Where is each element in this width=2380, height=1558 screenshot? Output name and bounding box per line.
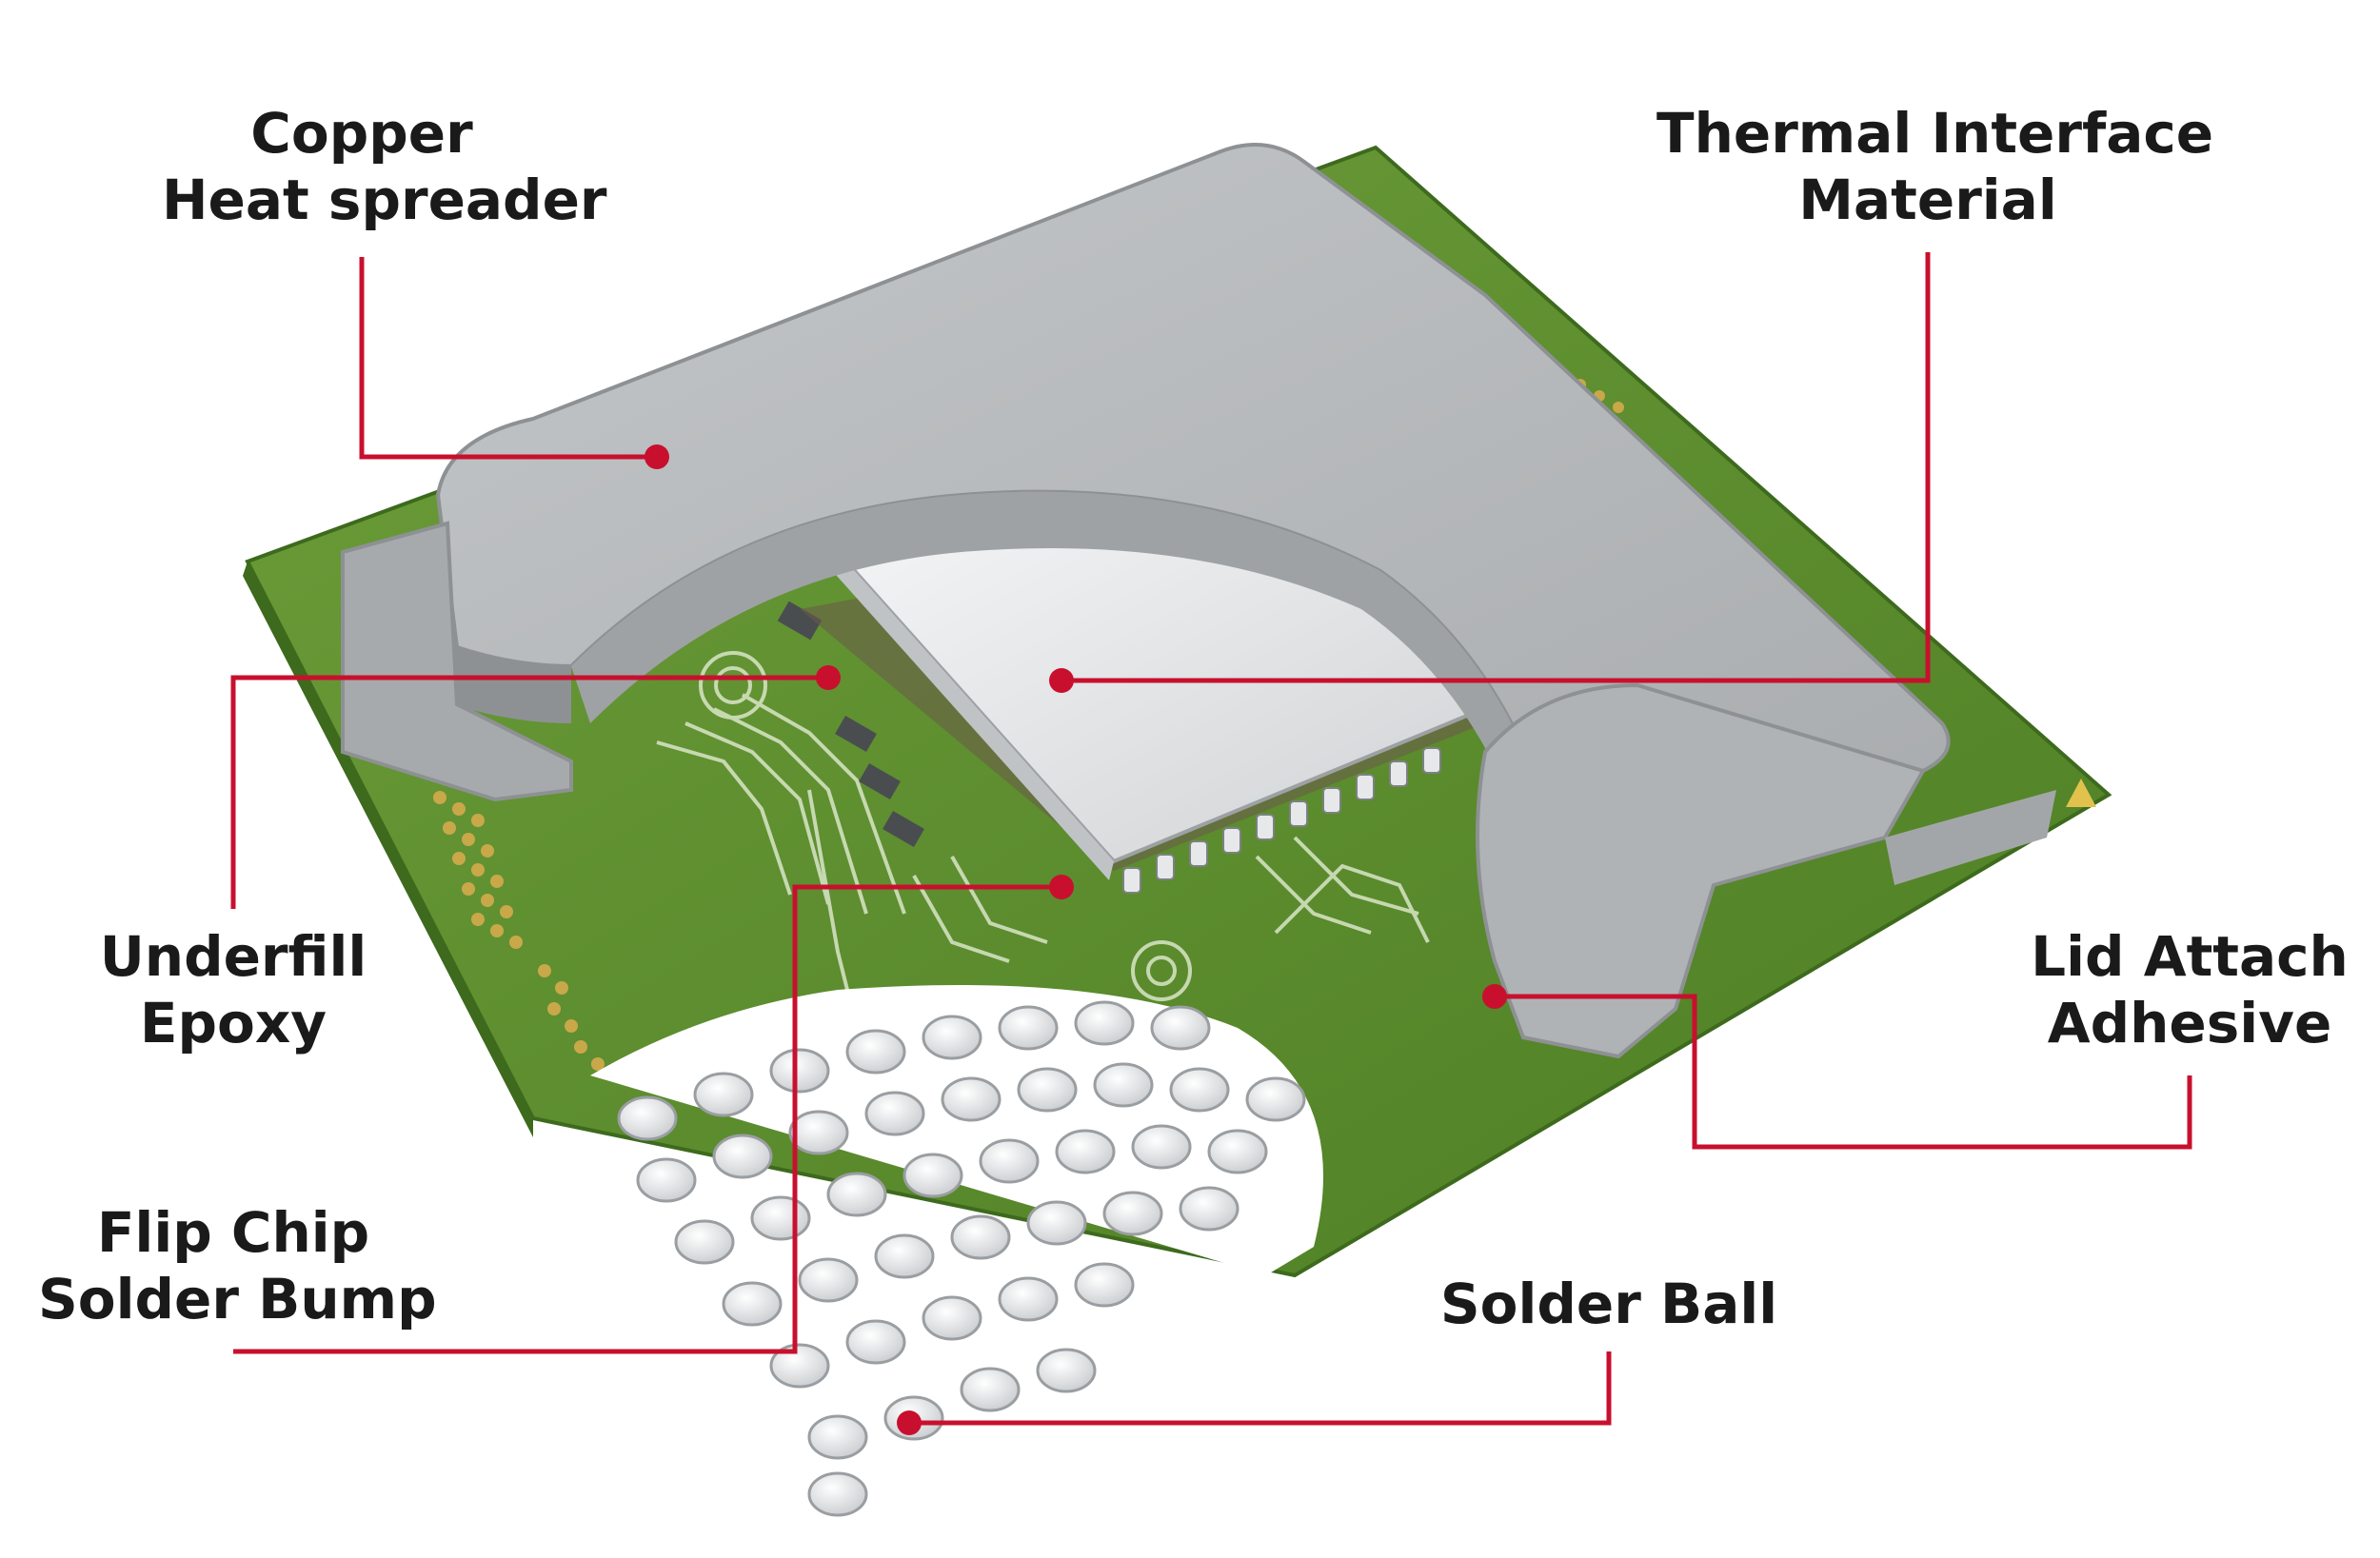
label-solder-ball: Solder Ball (1418, 1271, 1799, 1337)
dot-solder-ball (897, 1410, 922, 1435)
heat-spreader-right-arm (1476, 682, 1926, 1059)
dot-underfill (816, 665, 841, 690)
circuit-traces (656, 651, 1430, 1029)
label-thermal-interface-material-line1: Thermal Interface (1656, 101, 2214, 166)
dot-lid-attach (1482, 984, 1507, 1009)
dot-flip-chip (1049, 875, 1074, 899)
label-copper-heat-spreader: Copper Heat spreader (162, 100, 607, 233)
heat-spreader-arc-wall (571, 491, 1561, 876)
label-lid-attach-adhesive-line2: Adhesive (2047, 991, 2332, 1055)
heat-spreader-right-foot (1885, 790, 2056, 885)
leader-copper-heat-spreader (359, 257, 657, 460)
leader-solder-ball (909, 1351, 1612, 1426)
die-edge (828, 552, 1114, 880)
triangle-marker-icon (2066, 779, 2096, 807)
leader-lid-attach (1495, 994, 2192, 1150)
label-thermal-interface-material-line2: Material (1798, 168, 2057, 232)
leader-underfill (230, 675, 828, 909)
dot-copper-heat-spreader (645, 444, 669, 469)
leader-lines (230, 252, 2192, 1426)
heat-spreader-left-foot (341, 521, 573, 802)
label-lid-attach-adhesive-line1: Lid Attach (2031, 924, 2349, 989)
label-copper-heat-spreader-line2: Heat spreader (162, 168, 607, 232)
pcb-edge (243, 562, 533, 1137)
leader-flip-chip (233, 884, 1061, 1354)
label-solder-ball-line1: Solder Ball (1439, 1272, 1778, 1336)
label-lid-attach-adhesive: Lid Attach Adhesive (2018, 923, 2361, 1056)
leader-dots (645, 444, 1507, 1435)
leader-thermal-interface (1061, 252, 1931, 683)
label-underfill-epoxy: Underfill Epoxy (86, 923, 381, 1056)
label-thermal-interface-material: Thermal Interface Material (1656, 100, 2214, 233)
label-flip-chip-solder-bump-line2: Solder Bump (38, 1267, 437, 1331)
label-underfill-epoxy-line1: Underfill (99, 924, 367, 989)
solder-ball-array (617, 1000, 1306, 1517)
heat-spreader-front-edge (438, 495, 571, 723)
label-flip-chip-solder-bump-line1: Flip Chip (96, 1200, 370, 1265)
label-underfill-epoxy-line2: Epoxy (139, 991, 327, 1055)
die-bumps (1122, 747, 1441, 894)
label-copper-heat-spreader-line1: Copper (250, 101, 473, 166)
die-side-components (777, 601, 924, 848)
dot-thermal-interface (1049, 668, 1074, 693)
label-flip-chip-solder-bump: Flip Chip Solder Bump (38, 1199, 437, 1332)
